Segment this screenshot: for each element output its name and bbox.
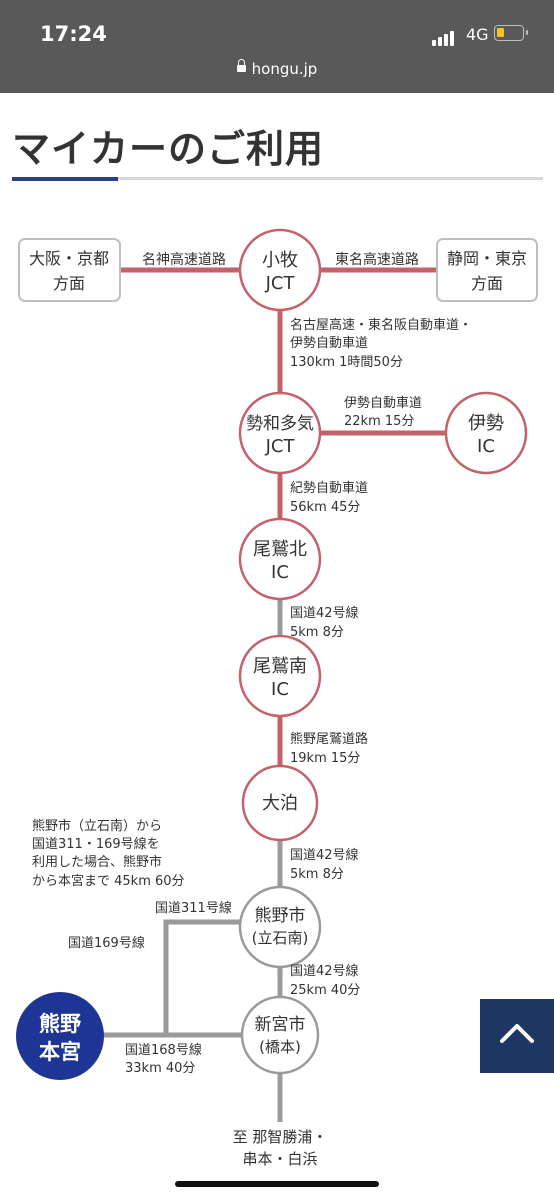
shizuoka-tokyo-label-1: 静岡・東京: [447, 249, 527, 268]
label-r42b-distance: 5km 8分: [290, 867, 344, 882]
svg-text:本宮: 本宮: [39, 1040, 81, 1064]
status-bar: 17:24 4G hongu.jp: [0, 0, 554, 93]
label-komaki-distance: 130km 1時間50分: [290, 355, 403, 370]
home-indicator: [175, 1181, 379, 1187]
status-time: 17:24: [40, 22, 107, 46]
svg-text:IC: IC: [271, 562, 289, 583]
note-line-1: 熊野市（立石南）から: [32, 818, 162, 834]
label-kumano-owase-route: 熊野尾鷲道路: [290, 731, 368, 747]
node-kumanoshi: 熊野市 (立石南): [238, 885, 322, 969]
highway-lines: [120, 267, 446, 766]
note-line-4: から本宮まで 45km 60分: [32, 873, 185, 889]
node-odomari: 大泊: [241, 764, 319, 842]
svg-text:尾鷲北: 尾鷲北: [253, 539, 307, 560]
svg-text:大泊: 大泊: [262, 793, 298, 814]
svg-text:IC: IC: [477, 436, 495, 457]
destination-line-1: 至 那智勝浦・: [233, 1128, 328, 1146]
osaka-kyoto-label-2: 方面: [53, 274, 85, 293]
label-r42c-distance: 25km 40分: [290, 983, 360, 998]
node-seiwataki-jct: 勢和多気 JCT: [238, 391, 322, 475]
route-map: 大阪・京都 方面 静岡・東京 方面 小牧 JCT 勢和多気 JCT 伊勢 IC …: [16, 228, 538, 1168]
svg-text:尾鷲南: 尾鷲南: [253, 656, 307, 677]
svg-text:熊野市: 熊野市: [255, 906, 306, 926]
address-bar[interactable]: hongu.jp: [0, 59, 554, 78]
node-owasekita-ic: 尾鷲北 IC: [238, 517, 322, 601]
label-r168-distance: 33km 40分: [125, 1061, 195, 1076]
label-r169: 国道169号線: [68, 935, 145, 951]
label-ise-route: 伊勢自動車道: [344, 396, 422, 411]
label-r42a-distance: 5km 8分: [290, 625, 344, 640]
label-komaki-route: 名古屋高速・東名阪自動車道・: [290, 317, 472, 333]
node-kumano-hongu: 熊野 本宮: [16, 992, 104, 1080]
title-underline: [12, 177, 543, 181]
note-line-3: 利用した場合、熊野市: [32, 854, 162, 870]
node-owaseminami-ic: 尾鷲南 IC: [238, 634, 322, 718]
label-r42b-route: 国道42号線: [290, 847, 359, 863]
svg-text:JCT: JCT: [265, 273, 296, 294]
svg-text:(橋本): (橋本): [259, 1038, 301, 1056]
scroll-to-top-button[interactable]: [480, 999, 554, 1073]
svg-text:新宮市: 新宮市: [255, 1015, 306, 1035]
svg-text:勢和多気: 勢和多気: [246, 414, 314, 434]
node-ise-ic: 伊勢 IC: [444, 391, 528, 475]
label-r42c-route: 国道42号線: [290, 963, 359, 979]
label-kisei-distance: 56km 45分: [290, 500, 360, 515]
shizuoka-tokyo-box: [436, 238, 538, 302]
label-tomei: 東名高速道路: [335, 251, 419, 268]
page-title: マイカーのご利用: [12, 127, 325, 171]
svg-text:熊野: 熊野: [39, 1012, 81, 1036]
label-kumano-owase-distance: 19km 15分: [290, 751, 360, 766]
label-meishin: 名神高速道路: [142, 251, 226, 268]
svg-text:IC: IC: [271, 679, 289, 700]
svg-text:伊勢: 伊勢: [468, 413, 504, 434]
destination-line-2: 串本・白浜: [242, 1150, 317, 1168]
url-text: hongu.jp: [251, 60, 318, 78]
note-line-2: 国道311・169号線を: [32, 836, 160, 852]
label-r168-route: 国道168号線: [125, 1042, 202, 1058]
label-r42a-route: 国道42号線: [290, 605, 359, 621]
chevron-up-icon: [500, 1024, 534, 1043]
battery-icon: [494, 25, 528, 41]
signal-icon: [432, 27, 456, 46]
label-komaki-route-2: 伊勢自動車道: [290, 336, 368, 351]
svg-text:小牧: 小牧: [262, 250, 298, 271]
lock-icon: [236, 59, 246, 72]
label-kisei-route: 紀勢自動車道: [290, 481, 368, 496]
osaka-kyoto-label-1: 大阪・京都: [29, 249, 109, 268]
national-road-lines: [100, 599, 283, 1122]
node-shingu: 新宮市 (橋本): [240, 995, 320, 1075]
osaka-kyoto-box: [18, 238, 121, 302]
svg-text:(立石南): (立石南): [252, 929, 309, 947]
svg-text:JCT: JCT: [265, 436, 296, 457]
shizuoka-tokyo-label-2: 方面: [471, 274, 503, 293]
label-ise-distance: 22km 15分: [344, 414, 414, 429]
network-type: 4G: [466, 25, 489, 44]
node-komaki-jct: 小牧 JCT: [238, 228, 322, 312]
label-r311: 国道311号線: [155, 900, 232, 916]
